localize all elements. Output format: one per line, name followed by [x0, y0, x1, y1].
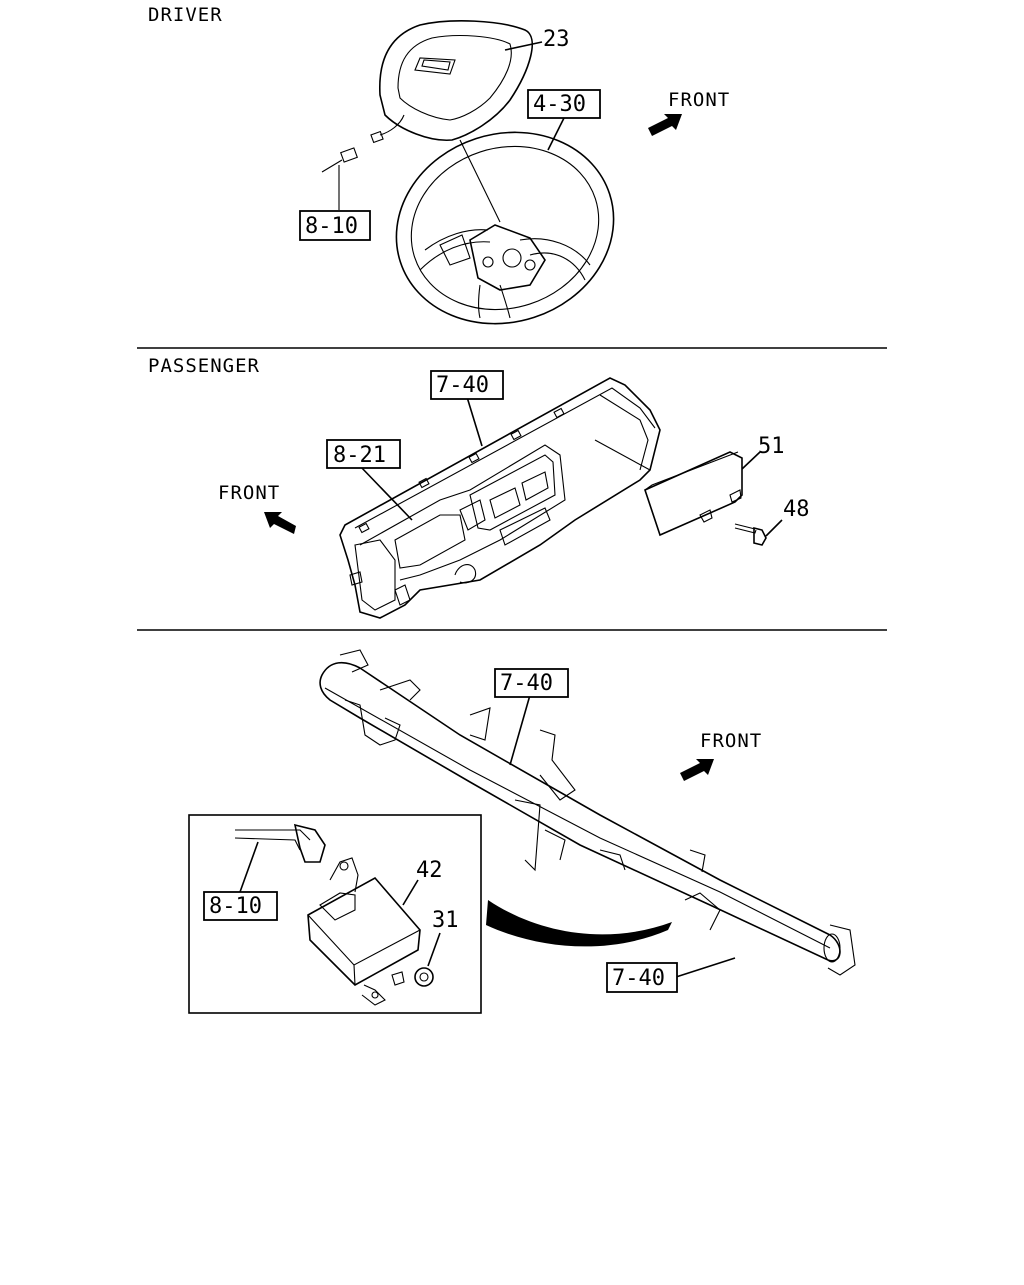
instrument-panel	[339, 377, 661, 619]
section-title-passenger: PASSENGER	[148, 355, 260, 377]
callout-box-7-40-beam-upper	[494, 668, 569, 698]
callout-4-30: 4-30	[533, 92, 586, 117]
callout-8-10-driver: 8-10	[305, 214, 358, 239]
driver-harness-connector	[321, 147, 358, 210]
detail-inset-frame	[188, 814, 482, 1014]
callout-51: 51	[758, 434, 785, 459]
leader-7-40-beam-upper	[509, 694, 531, 766]
callout-box-7-40-dash	[430, 370, 504, 400]
driver-airbag-module	[370, 20, 533, 144]
callout-31: 31	[432, 908, 459, 933]
steering-wheel	[395, 131, 615, 325]
detail-indicator-arc	[486, 900, 672, 947]
control-unit-harness	[234, 823, 326, 863]
callout-box-8-10-driver	[299, 210, 371, 241]
leader-8-10-unit	[239, 841, 259, 893]
leader-7-40-beam-lower	[675, 957, 736, 978]
control-unit	[307, 857, 421, 1006]
callout-box-8-21	[326, 439, 401, 469]
leader-23	[504, 41, 543, 51]
callout-23: 23	[543, 27, 570, 52]
callout-box-8-10-unit	[203, 891, 278, 921]
leader-4-30	[547, 115, 566, 151]
front-label-driver: FRONT	[668, 89, 730, 111]
section-title-driver: DRIVER	[148, 4, 223, 26]
passenger-airbag-module	[644, 451, 743, 537]
leader-7-40-dash	[466, 396, 483, 447]
callout-7-40-beam-lower: 7-40	[612, 966, 665, 991]
front-arrow-passenger	[264, 512, 296, 534]
callout-8-10-unit: 8-10	[209, 894, 262, 919]
front-label-passenger: FRONT	[218, 482, 280, 504]
leader-51	[741, 451, 761, 470]
callout-48: 48	[783, 497, 810, 522]
crossmember-beam	[319, 649, 856, 976]
callout-7-40-beam-upper: 7-40	[500, 671, 553, 696]
leader-48	[765, 519, 783, 537]
leader-42	[402, 879, 419, 906]
passenger-airbag-bolt	[734, 523, 767, 546]
front-arrow-driver	[648, 114, 682, 136]
front-arrow-crossmember	[680, 759, 714, 781]
callout-8-21: 8-21	[333, 443, 386, 468]
control-unit-nut	[414, 967, 434, 987]
callout-7-40-dash: 7-40	[436, 373, 489, 398]
leader-31	[427, 932, 441, 967]
callout-box-4-30	[527, 89, 601, 119]
callout-42: 42	[416, 858, 443, 883]
leader-8-21	[359, 465, 413, 521]
front-label-crossmember: FRONT	[700, 730, 762, 752]
callout-box-7-40-beam-lower	[606, 962, 678, 993]
